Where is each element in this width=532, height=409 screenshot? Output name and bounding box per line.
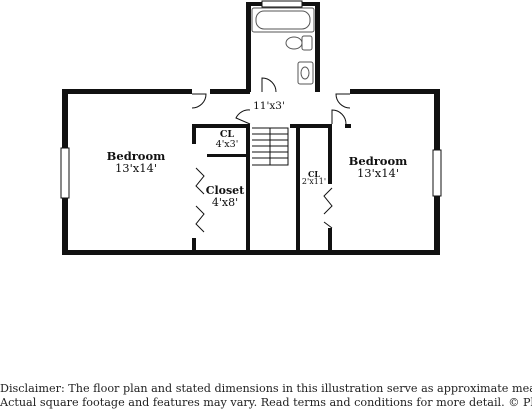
room-dims: 11'x3' [253,100,285,112]
room-dims: 2'x11' [301,177,327,187]
room-name: CL [219,129,235,140]
disclaimer-line-2: Actual square footage and features may v… [0,396,532,409]
room-dims: 4'x8' [211,195,239,209]
bedroom-right-label: Bedroom 13'x14' [340,155,416,179]
room-name: Bedroom [348,154,408,168]
walls [62,2,440,255]
disclaimer-line-1: Disclaimer: The floor plan and stated di… [0,382,532,395]
room-dims: 13'x14' [114,161,158,176]
hall-label: 11'x3' [244,100,294,112]
window-right [432,149,442,197]
room-dims: 13'x14' [356,166,400,181]
room-dims: 4'x3' [215,138,239,150]
windows [60,0,442,199]
window-bath [261,0,303,8]
doors [191,77,351,233]
bedroom-left-label: Bedroom 13'x14' [98,150,174,174]
room-name: CL [308,169,320,179]
closet-label: Closet 4'x8' [200,185,250,208]
room-name: Closet [205,184,245,197]
cl-small-label: CL 4'x3' [206,130,248,150]
toilet-icon [301,35,313,51]
window-left [60,147,70,199]
stairs [252,127,289,166]
room-name: Bedroom [106,149,166,163]
bath-fixtures [251,7,315,85]
cl-narrow-label: CL 2'x11' [298,170,330,187]
